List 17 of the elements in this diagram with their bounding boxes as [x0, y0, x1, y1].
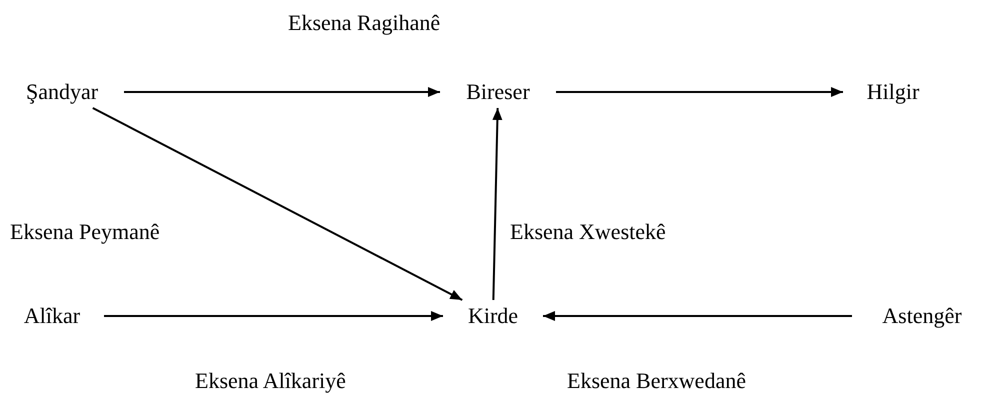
axis-label: Eksena Peymanê: [10, 221, 160, 243]
arrow: [124, 87, 440, 97]
node-label: Astengêr: [882, 305, 962, 327]
node-label: Bireser: [466, 81, 530, 103]
node-label: Alîkar: [24, 305, 80, 327]
node-label: Şandyar: [26, 81, 98, 103]
axis-label: Eksena Alîkariyê: [195, 370, 346, 392]
axis-label: Eksena Xwestekê: [510, 221, 666, 243]
node-label: Kirde: [468, 305, 518, 327]
axis-label: Eksena Ragihanê: [288, 12, 440, 34]
axis-label: Eksena Berxwedanê: [567, 370, 746, 392]
arrow: [556, 87, 843, 97]
arrow: [543, 311, 852, 321]
node-label: Hilgir: [866, 81, 920, 103]
arrow: [492, 108, 502, 300]
arrow: [92, 107, 463, 301]
arrow: [104, 311, 443, 321]
